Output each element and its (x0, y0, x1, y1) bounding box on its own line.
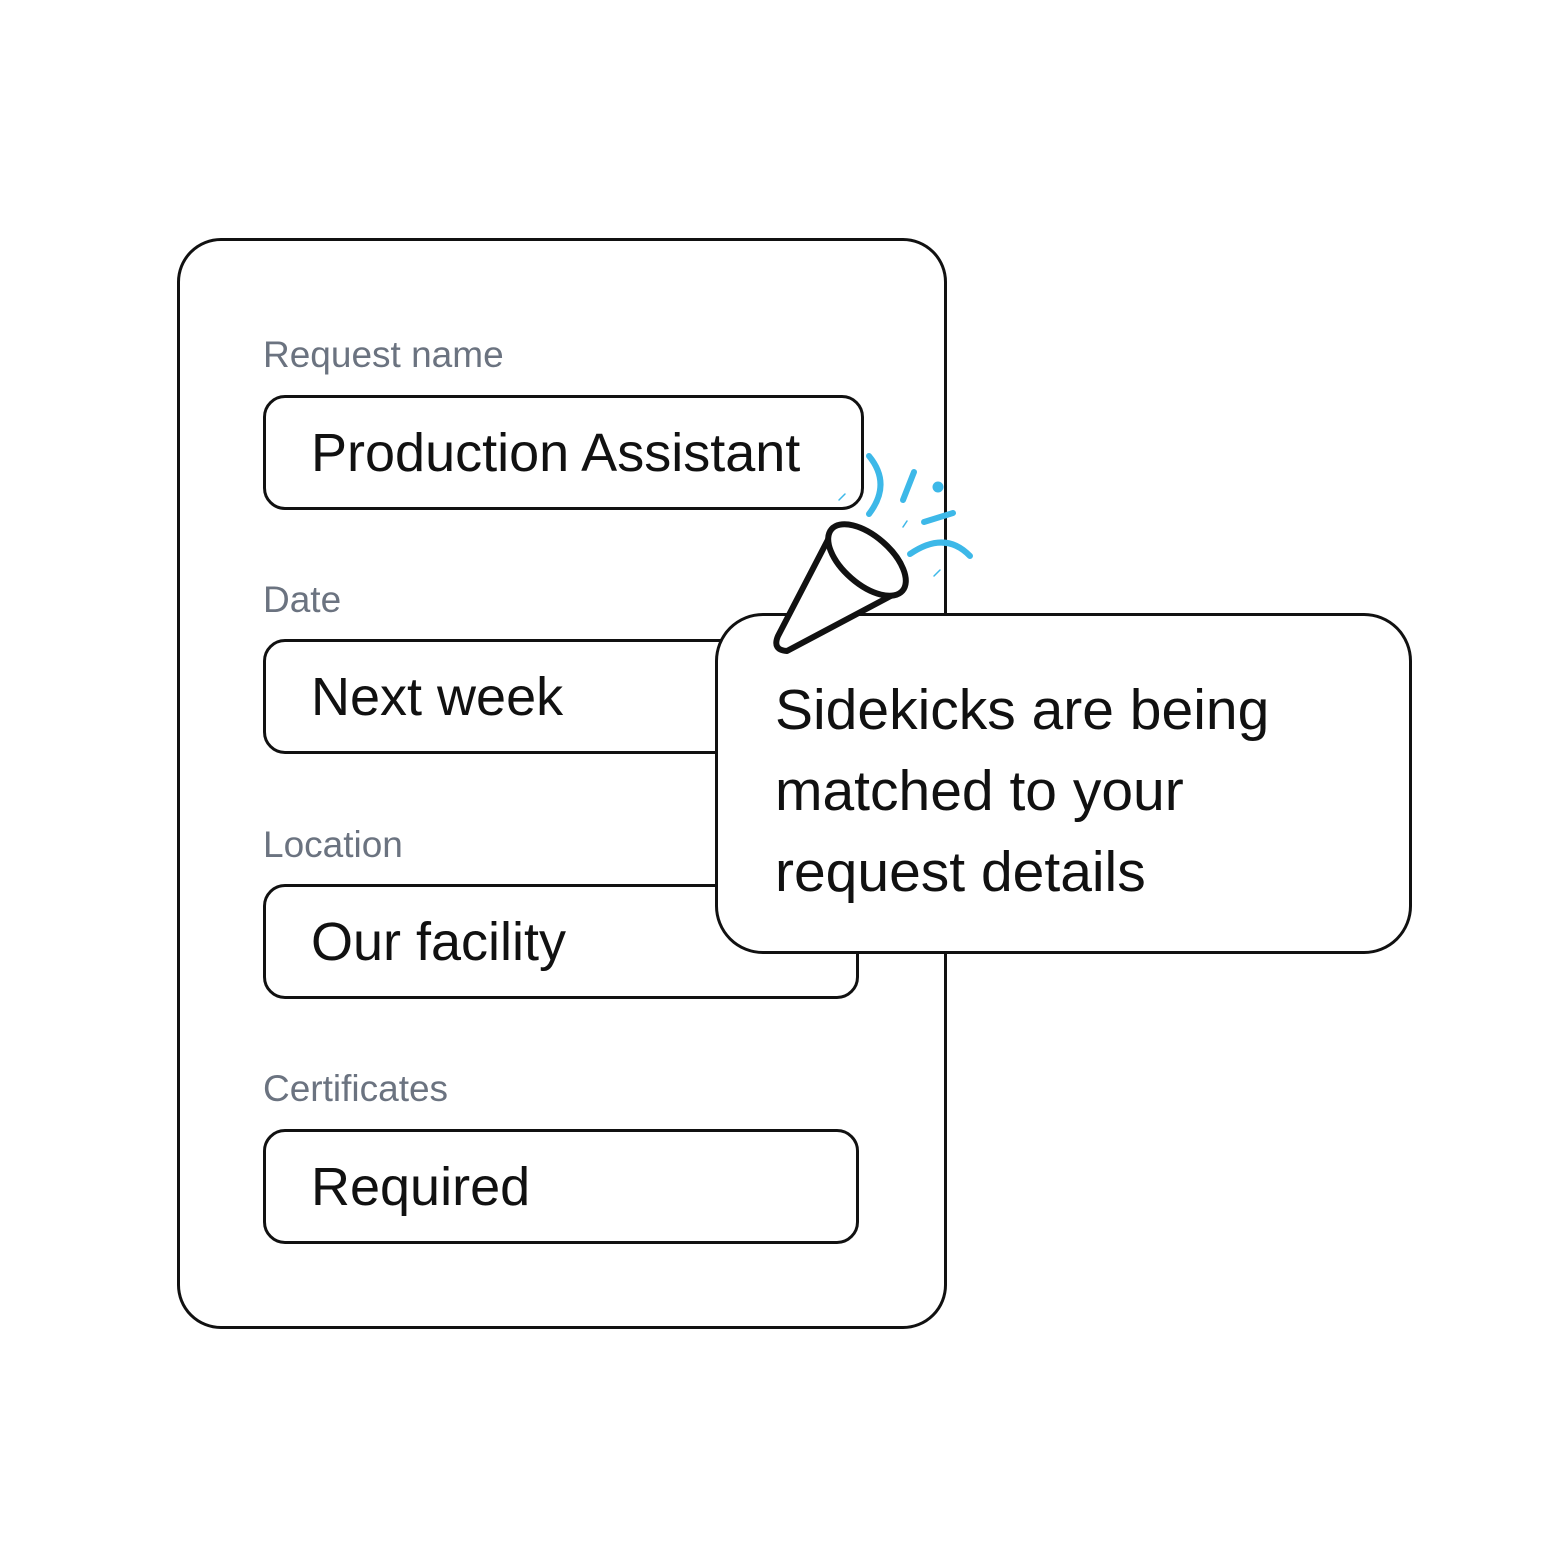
request-name-value: Production Assistant (311, 422, 801, 483)
matching-notification: Sidekicks are being matched to your requ… (715, 613, 1412, 954)
certificates-value: Required (311, 1156, 531, 1217)
location-value: Our facility (311, 911, 567, 972)
certificates-label: Certificates (263, 1068, 449, 1109)
party-popper-icon (773, 453, 973, 654)
certificates-field[interactable]: Required (263, 1129, 859, 1244)
location-label: Location (263, 824, 403, 865)
date-value: Next week (311, 666, 564, 727)
date-label: Date (263, 579, 342, 620)
request-name-label: Request name (263, 334, 504, 375)
notification-message: Sidekicks are being matched to your requ… (775, 678, 1270, 904)
request-name-field[interactable]: Production Assistant (263, 395, 864, 510)
